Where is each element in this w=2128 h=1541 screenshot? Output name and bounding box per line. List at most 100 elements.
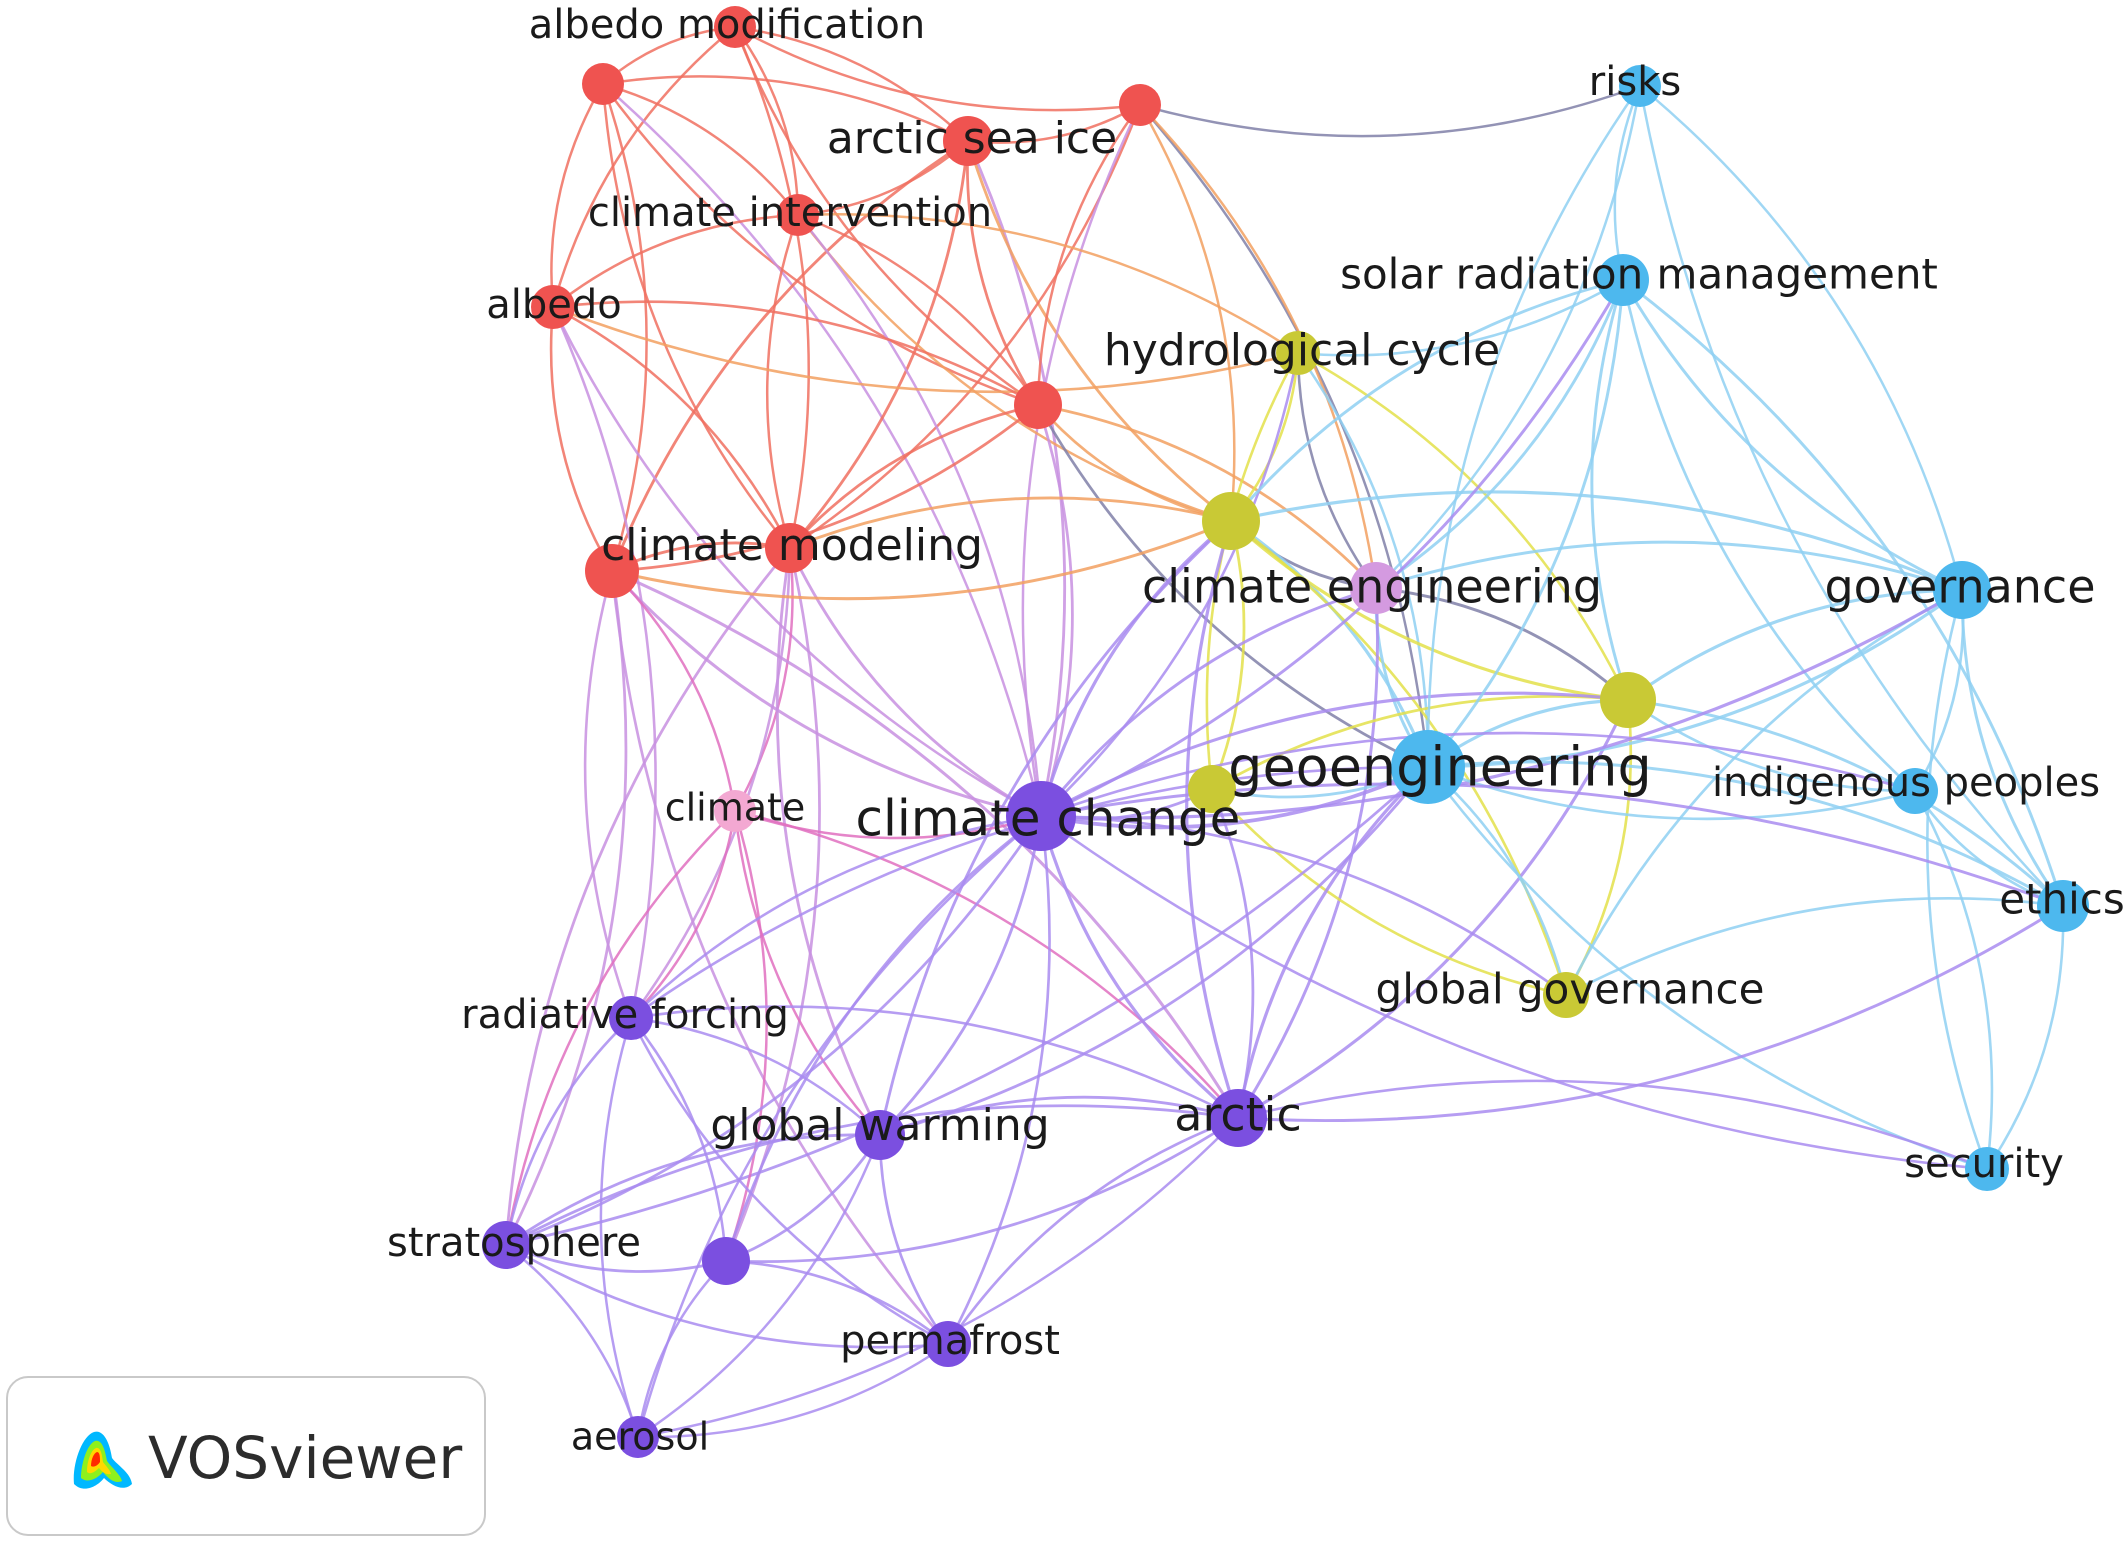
node-climate-change[interactable]: [1006, 781, 1076, 851]
edge-governance-security: [1926, 588, 1989, 1171]
edge-climate-engineering-srm: [1374, 278, 1625, 590]
node-risks[interactable]: [1619, 65, 1661, 107]
node-arctic-sea-ice[interactable]: [943, 116, 993, 166]
edge-red-top-right-climate-engineering: [1138, 103, 1378, 590]
edge-yellow-big-governance: [1229, 490, 1964, 592]
edge-srm-geoengineering: [1426, 278, 1625, 769]
edge-red-top-left-climate-change: [601, 82, 1043, 818]
edge-global-governance-governance: [1564, 588, 1964, 997]
node-red-left-big[interactable]: [585, 544, 639, 598]
node-security[interactable]: [1965, 1147, 2009, 1191]
edge-arctic-sea-ice-yellow-big: [966, 139, 1233, 523]
label-global-governance: global governance: [1376, 965, 1765, 1014]
edge-yellow-big-climate-change: [1039, 519, 1233, 818]
node-climate[interactable]: [714, 790, 756, 832]
label-srm: solar radiation management: [1340, 250, 1938, 299]
node-yellow-big[interactable]: [1202, 492, 1260, 550]
edge-climate-modeling-global-warming: [775, 546, 882, 1137]
edge-radiative-forcing-aerosol: [599, 1016, 640, 1439]
node-global-governance[interactable]: [1543, 972, 1589, 1018]
node-red-top-left[interactable]: [582, 63, 624, 105]
edge-red-left-big-radiative-forcing: [583, 569, 633, 1020]
edge-arctic-sea-ice-climate-modeling: [788, 139, 970, 550]
edge-radiative-forcing-purple-small: [629, 1016, 728, 1263]
edge-red-top-left-climate-modeling: [601, 82, 792, 550]
edge-yellow-big-geoengineering: [1229, 519, 1430, 769]
edge-security-arctic: [1236, 1079, 1989, 1171]
edge-yellow-small-global-governance: [1210, 787, 1568, 997]
edge-indigenous-peoples-climate-change: [1039, 731, 1917, 818]
edge-purple-small-aerosol: [636, 1259, 728, 1439]
edge-geoengineering-security: [1426, 765, 1989, 1171]
label-climate-engineering: climate engineering: [1142, 560, 1602, 614]
label-ethics: ethics: [1999, 875, 2125, 924]
edge-albedo-mod-climate-modeling: [733, 25, 810, 550]
node-arctic[interactable]: [1209, 1089, 1267, 1147]
edge-yellow-right-ethics: [1626, 698, 2065, 908]
edge-purple-small-permafrost: [724, 1259, 950, 1346]
edge-climate-modeling-climate: [733, 546, 794, 813]
edge-red-top-left-red-mid: [601, 82, 1040, 407]
edge-red-left-big-permafrost: [610, 569, 950, 1346]
edge-global-governance-ethics: [1564, 896, 2065, 997]
node-climate-engineering[interactable]: [1350, 562, 1402, 614]
node-permafrost[interactable]: [925, 1321, 971, 1367]
node-hydrological-cycle[interactable]: [1276, 331, 1320, 375]
edge-yellow-big-global-warming: [878, 519, 1233, 1137]
node-global-warming[interactable]: [855, 1110, 905, 1160]
edge-albedo-mod-arctic-sea-ice: [733, 25, 970, 143]
edge-albedo-climate-change: [551, 305, 1043, 818]
edge-climate-stratosphere: [504, 809, 737, 1247]
edge-risks-geoengineering: [1426, 84, 1642, 769]
node-red-top-right[interactable]: [1119, 84, 1161, 126]
edge-albedo-mod-red-top-right: [733, 25, 1142, 112]
node-climate-intervention[interactable]: [777, 194, 819, 236]
node-red-mid[interactable]: [1014, 381, 1062, 429]
edge-hydrological-cycle-climate-engineering: [1296, 351, 1378, 590]
label-governance: governance: [1824, 560, 2095, 614]
edge-red-mid-climate-change: [1036, 403, 1074, 818]
node-aerosol[interactable]: [617, 1416, 659, 1458]
edge-risks-climate-engineering: [1374, 84, 1642, 590]
edge-climate-change-aerosol: [636, 814, 1043, 1439]
label-climate: climate: [665, 786, 806, 830]
node-climate-modeling[interactable]: [765, 523, 815, 573]
edge-hydrological-cycle-yellow-right: [1296, 351, 1630, 702]
label-security: security: [1904, 1141, 2064, 1187]
edge-geoengineering-indigenous-peoples: [1426, 765, 1917, 821]
node-ethics[interactable]: [2037, 880, 2089, 932]
edge-yellow-right-yellow-small: [1210, 695, 1630, 791]
label-radiative-forcing: radiative forcing: [461, 992, 789, 1038]
node-albedo[interactable]: [531, 285, 575, 329]
node-indigenous-peoples[interactable]: [1892, 768, 1938, 814]
edge-srm-governance: [1621, 278, 1964, 592]
node-governance[interactable]: [1933, 561, 1991, 619]
edge-red-mid-geoengineering: [1036, 403, 1430, 769]
edge-red-left-big-yellow-big: [610, 519, 1233, 601]
edge-albedo-radiative-forcing: [551, 305, 657, 1020]
edge-arctic-purple-small: [724, 1116, 1240, 1263]
edge-red-left-big-arctic: [610, 569, 1240, 1120]
edge-yellow-right-governance: [1626, 588, 1964, 702]
edge-radiative-forcing-arctic: [629, 1005, 1240, 1120]
edge-srm-yellow-right: [1590, 278, 1630, 702]
edge-red-mid-climate-engineering: [1036, 403, 1378, 590]
node-albedo-mod[interactable]: [714, 6, 756, 48]
edge-hydrological-cycle-srm: [1296, 278, 1625, 357]
node-purple-small[interactable]: [702, 1237, 750, 1285]
edge-albedo-red-left-big: [549, 305, 614, 573]
node-srm[interactable]: [1597, 254, 1649, 306]
node-yellow-small[interactable]: [1188, 765, 1236, 813]
edge-geoengineering-climate-change: [1039, 765, 1430, 830]
edge-climate-purple-small: [724, 809, 768, 1263]
edge-climate-modeling-yellow-big: [788, 496, 1233, 550]
edge-red-mid-climate-modeling: [788, 403, 1040, 550]
node-stratosphere[interactable]: [482, 1221, 530, 1269]
edge-ethics-security: [1985, 904, 2065, 1171]
label-indigenous-peoples: indigenous peoples: [1712, 760, 2100, 806]
node-yellow-right[interactable]: [1600, 672, 1656, 728]
node-radiative-forcing[interactable]: [609, 996, 653, 1040]
label-climate-change: climate change: [856, 790, 1241, 848]
node-geoengineering[interactable]: [1391, 730, 1465, 804]
